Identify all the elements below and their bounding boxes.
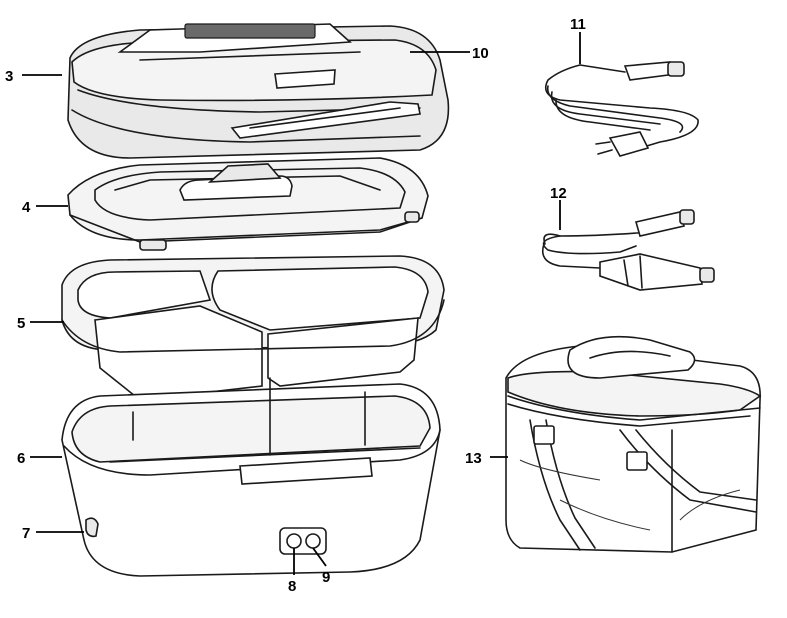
food-tray-part (61, 255, 445, 413)
insulated-carry-bag (505, 335, 762, 553)
callout-4: 4 (22, 199, 31, 216)
outer-cover-part (67, 23, 450, 159)
inner-lid-part (67, 157, 429, 251)
callout-11: 11 (570, 16, 586, 33)
callout-3: 3 (5, 68, 13, 85)
callout-numbers: 3 10 4 5 6 7 8 9 11 12 13 (5, 16, 586, 595)
callout-8: 8 (288, 578, 296, 595)
callout-12: 12 (550, 185, 567, 202)
heating-base-part (61, 377, 441, 577)
callout-10: 10 (472, 45, 489, 62)
leader-lines (22, 32, 581, 575)
callout-5: 5 (17, 315, 25, 332)
callout-9: 9 (322, 569, 330, 586)
callout-13: 13 (465, 450, 482, 467)
ac-power-cord (544, 61, 699, 157)
leader-9 (312, 547, 327, 567)
callout-7: 7 (22, 525, 30, 542)
car-adapter-cord (541, 209, 715, 291)
callout-6: 6 (17, 450, 25, 467)
